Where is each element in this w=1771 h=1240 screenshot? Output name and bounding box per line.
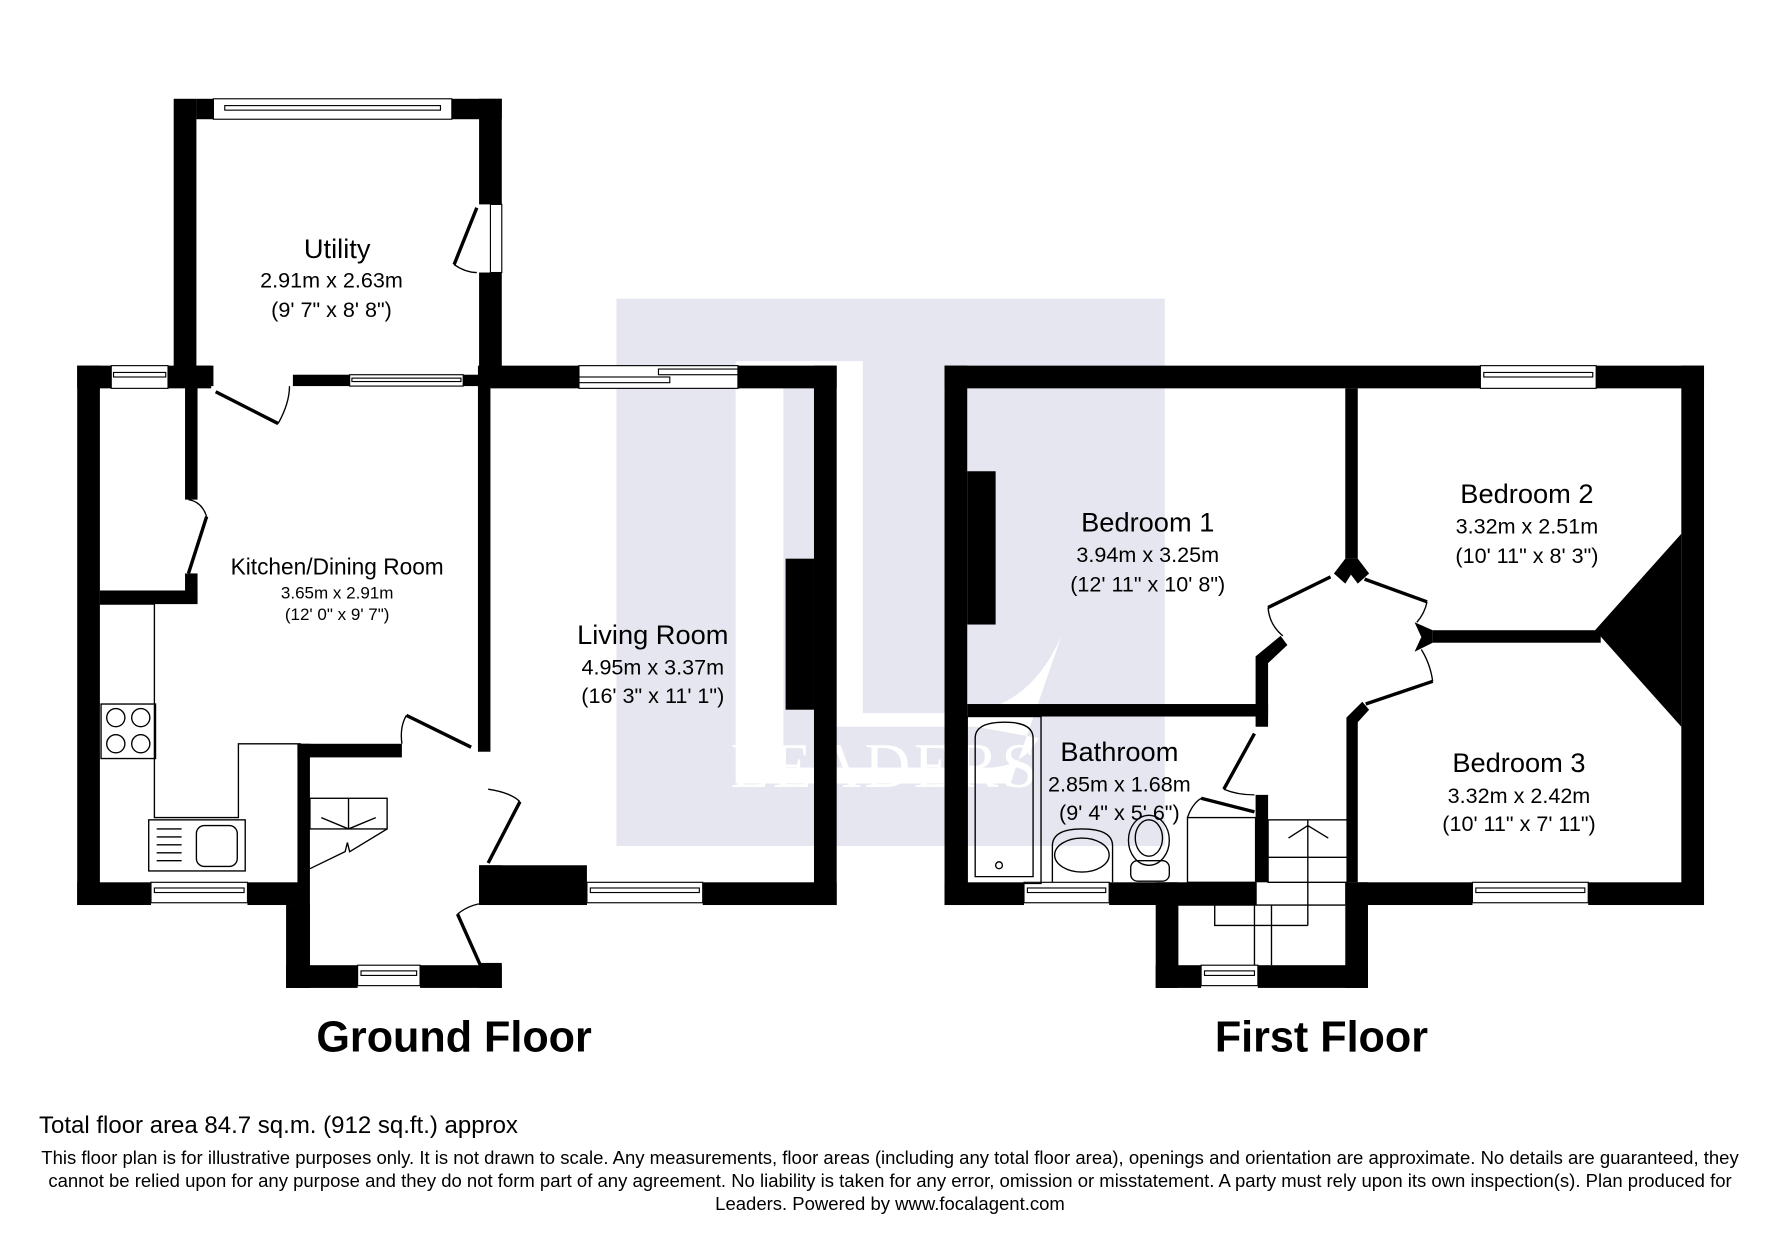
svg-text:2.91m x 2.63m: 2.91m x 2.63m bbox=[260, 267, 403, 292]
room-label-bathroom: Bathroom 2.85m x 1.68m (9' 4" x 5' 6") bbox=[1048, 736, 1191, 825]
window bbox=[150, 881, 249, 904]
svg-text:Living Room: Living Room bbox=[577, 619, 728, 650]
leaders-watermark: LEADERS bbox=[616, 298, 1165, 846]
svg-text:3.94m x 3.25m: 3.94m x 3.25m bbox=[1076, 542, 1219, 567]
svg-text:3.32m x 2.42m: 3.32m x 2.42m bbox=[1448, 783, 1591, 808]
door bbox=[400, 713, 472, 749]
stairs-icon bbox=[309, 797, 388, 870]
room-label-bedroom-2: Bedroom 2 3.32m x 2.51m (10' 11" x 8' 3"… bbox=[1455, 478, 1598, 568]
window bbox=[110, 365, 169, 389]
door bbox=[1365, 649, 1434, 706]
door bbox=[452, 203, 503, 274]
svg-text:3.65m x 2.91m: 3.65m x 2.91m bbox=[281, 583, 394, 602]
svg-text:Utility: Utility bbox=[304, 233, 371, 264]
svg-text:(10' 11" x 7' 11"): (10' 11" x 7' 11") bbox=[1442, 811, 1595, 836]
sink-icon bbox=[148, 819, 246, 872]
first-floor-plan bbox=[944, 365, 1705, 988]
svg-text:Bedroom 1: Bedroom 1 bbox=[1081, 506, 1214, 537]
watermark-box bbox=[616, 298, 1165, 846]
window bbox=[212, 98, 453, 120]
svg-text:(9' 7" x 8' 8"): (9' 7" x 8' 8") bbox=[271, 297, 392, 322]
window bbox=[1200, 964, 1259, 987]
room-label-utility: Utility 2.91m x 2.63m (9' 7" x 8' 8") bbox=[260, 233, 403, 322]
door bbox=[214, 386, 291, 426]
patio-door bbox=[578, 365, 739, 389]
svg-text:(12' 11" x 10' 8"): (12' 11" x 10' 8") bbox=[1070, 572, 1225, 597]
total-floor-area: Total floor area 84.7 sq.m. (912 sq.ft.)… bbox=[39, 1112, 518, 1139]
room-label-bedroom-1: Bedroom 1 3.94m x 3.25m (12' 11" x 10' 8… bbox=[1070, 506, 1225, 596]
svg-text:Kitchen/Dining Room: Kitchen/Dining Room bbox=[231, 554, 444, 580]
window bbox=[1479, 365, 1597, 389]
svg-text:(10' 11" x 8' 3"): (10' 11" x 8' 3") bbox=[1455, 543, 1598, 568]
door bbox=[1186, 796, 1255, 818]
stairs-icon bbox=[1178, 819, 1349, 966]
door bbox=[186, 498, 209, 574]
watermark-logo-icon bbox=[735, 361, 1062, 784]
room-label-bedroom-3: Bedroom 3 3.32m x 2.42m (10' 11" x 7' 11… bbox=[1442, 747, 1595, 836]
window bbox=[586, 881, 704, 904]
room-label-kitchen-dining: Kitchen/Dining Room 3.65m x 2.91m (12' 0… bbox=[231, 554, 444, 624]
first-floor-label: First Floor bbox=[1215, 1013, 1428, 1061]
svg-text:4.95m x 3.37m: 4.95m x 3.37m bbox=[581, 655, 724, 680]
svg-text:Bedroom 2: Bedroom 2 bbox=[1460, 478, 1593, 509]
door bbox=[1222, 732, 1256, 796]
svg-text:2.85m x 1.68m: 2.85m x 1.68m bbox=[1048, 771, 1191, 796]
window bbox=[349, 374, 464, 387]
svg-text:(9' 4" x 5' 6"): (9' 4" x 5' 6") bbox=[1059, 800, 1180, 825]
window bbox=[1023, 881, 1110, 904]
svg-text:Bathroom: Bathroom bbox=[1060, 736, 1178, 767]
window bbox=[1471, 881, 1589, 904]
basin-icon bbox=[1051, 828, 1114, 883]
bath-icon bbox=[966, 715, 1042, 885]
ground-floor-label: Ground Floor bbox=[316, 1013, 592, 1061]
disclaimer-text: This floor plan is for illustrative purp… bbox=[41, 1147, 1739, 1214]
hob-icon bbox=[100, 703, 157, 760]
door bbox=[1363, 577, 1428, 623]
svg-text:Bedroom 3: Bedroom 3 bbox=[1452, 747, 1585, 778]
door bbox=[486, 788, 522, 864]
door bbox=[1267, 575, 1332, 637]
ground-floor-plan bbox=[77, 98, 837, 988]
svg-text:(12' 0" x 9' 7"): (12' 0" x 9' 7") bbox=[285, 605, 390, 624]
room-label-living-room: Living Room 4.95m x 3.37m (16' 3" x 11' … bbox=[577, 619, 728, 708]
watermark-brand: LEADERS bbox=[731, 730, 1041, 801]
window bbox=[357, 964, 421, 987]
svg-text:(16' 3" x 11' 1"): (16' 3" x 11' 1") bbox=[581, 683, 724, 708]
svg-text:3.32m x 2.51m: 3.32m x 2.51m bbox=[1456, 514, 1599, 539]
toilet-icon bbox=[1127, 814, 1170, 882]
